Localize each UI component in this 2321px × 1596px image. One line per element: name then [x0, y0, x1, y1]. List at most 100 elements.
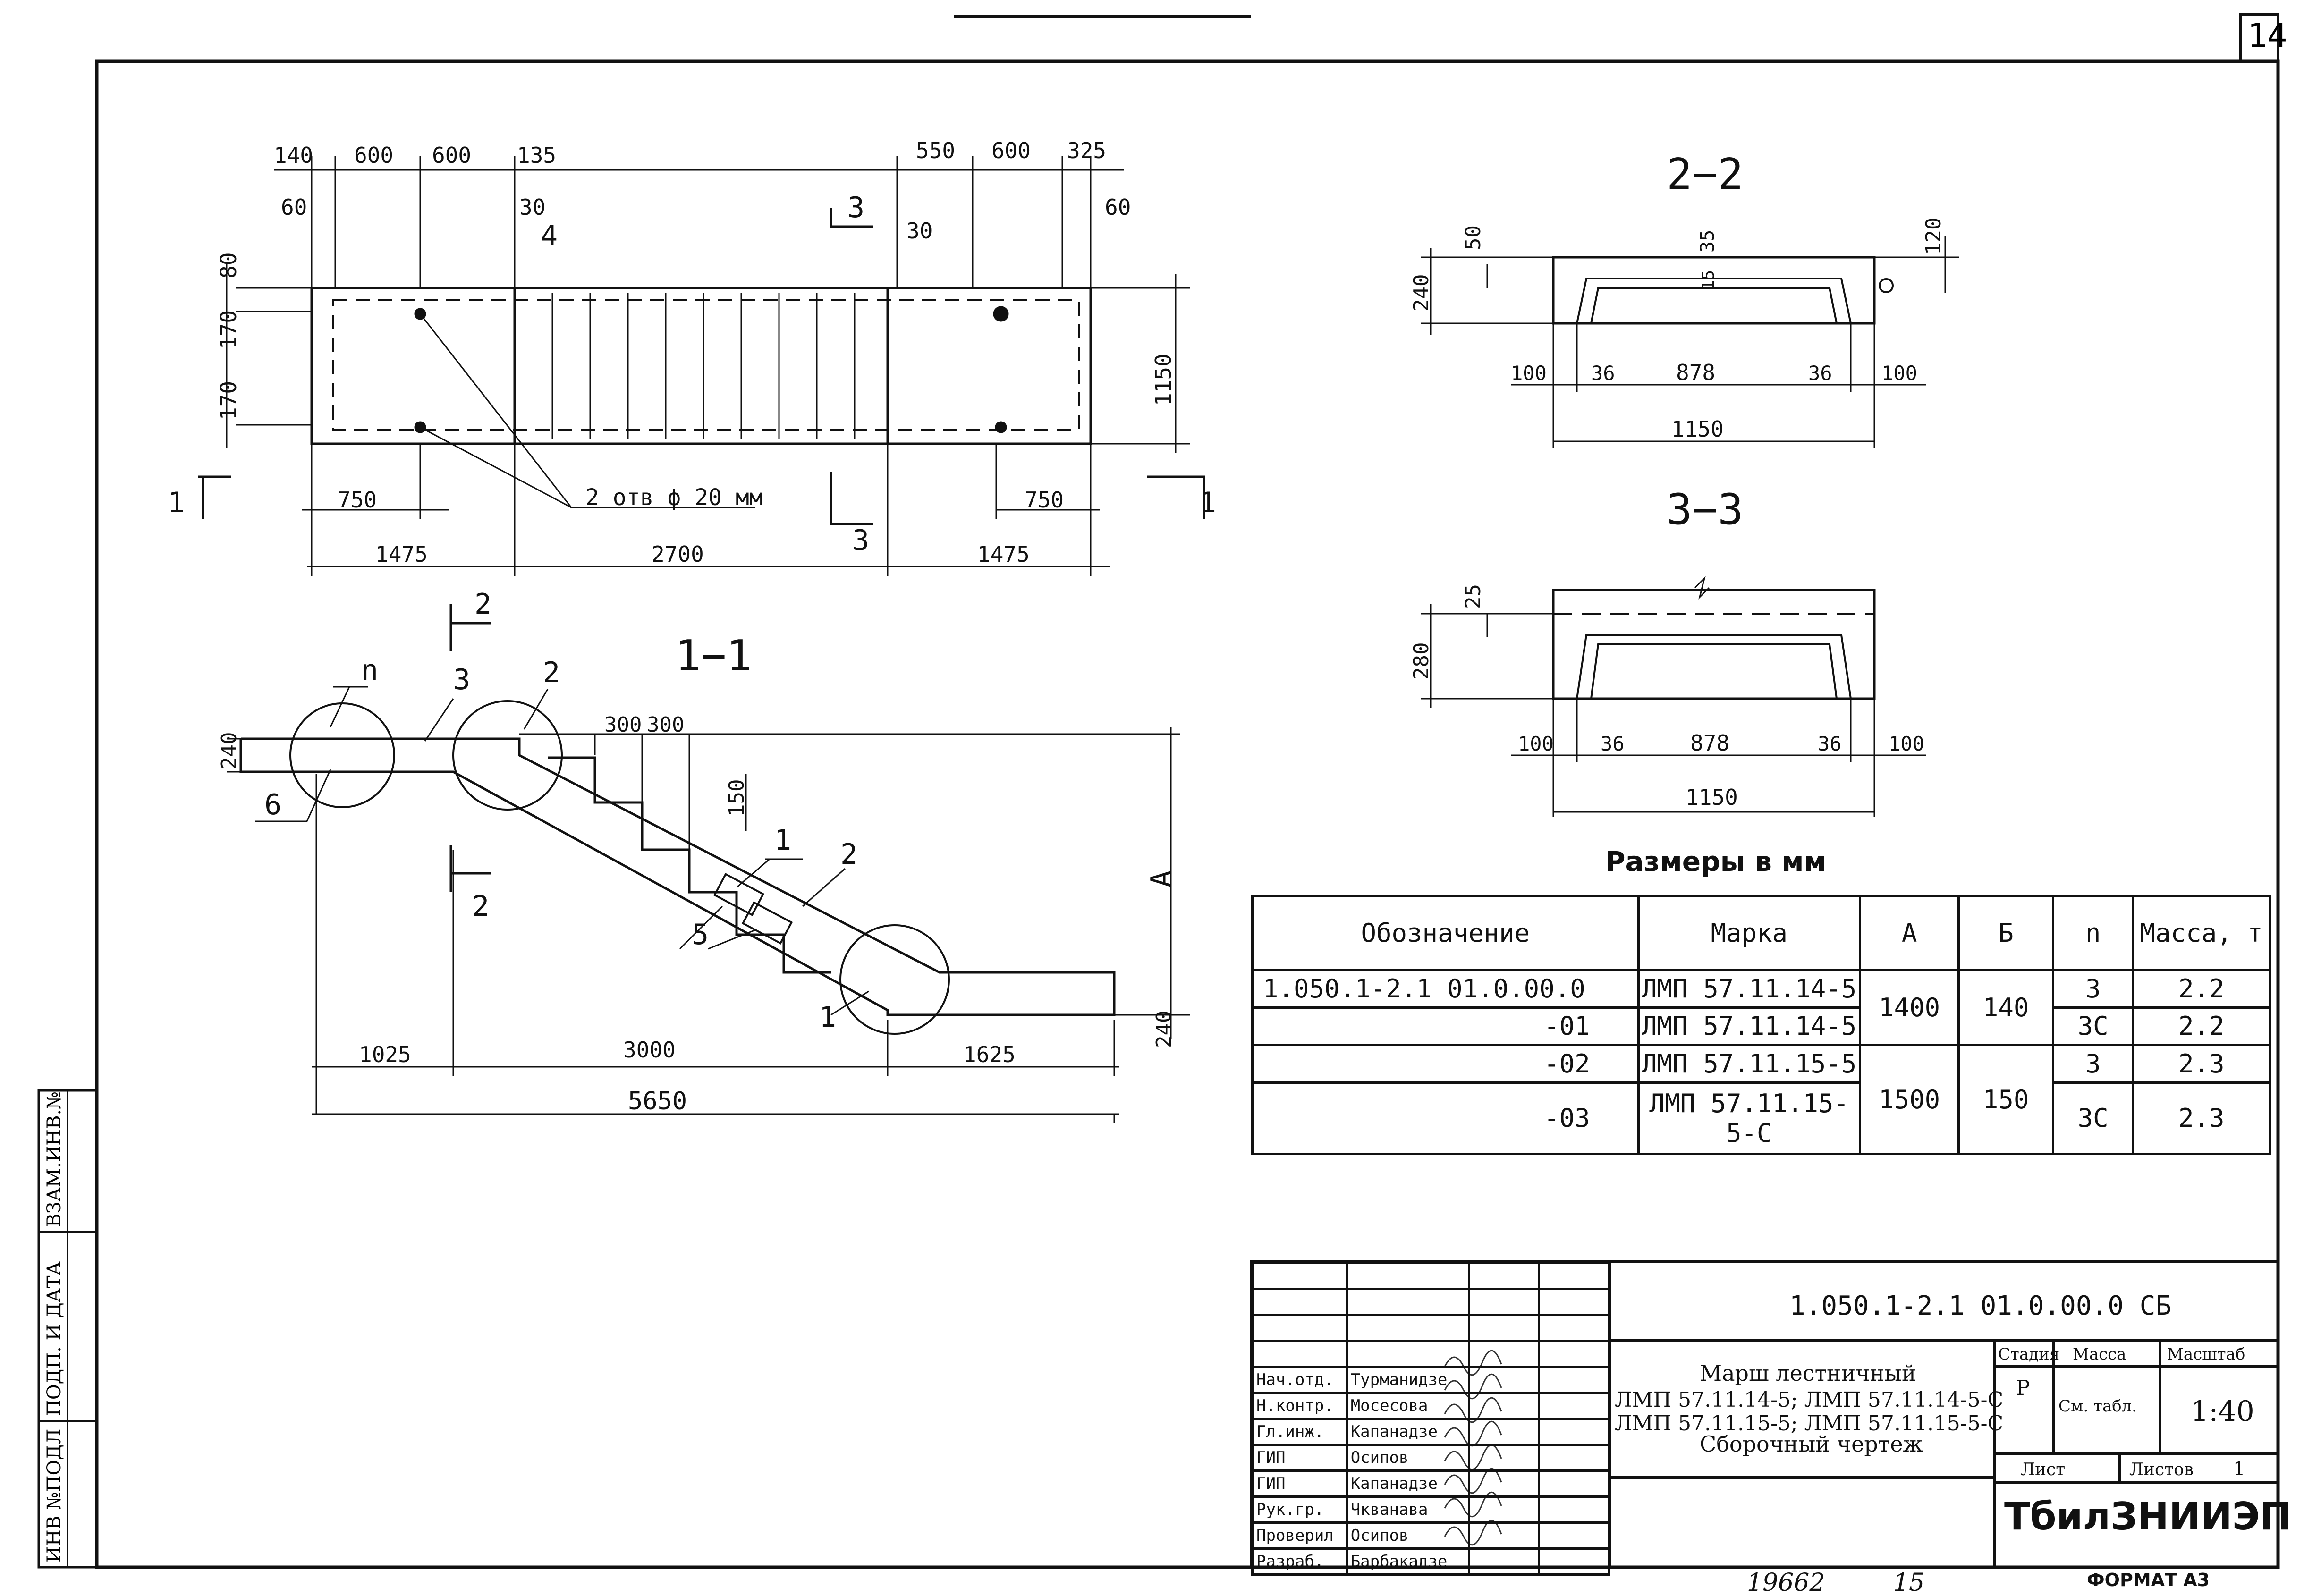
- section-3-3-dim-100a: 100: [1518, 732, 1554, 755]
- section-1-1-texts: 1−1 2 2 n 3 2 6 5 1 2 1 300 300 150 240 …: [217, 588, 1178, 1115]
- table-row: -03 ЛМП 57.11.15-5-С 3С 2.3: [1251, 1081, 2271, 1156]
- section-3-3-dim-100b: 100: [1889, 732, 1924, 755]
- col-stage-label: Стадия: [1998, 1345, 2059, 1364]
- spec-designation: -02: [1251, 1044, 1640, 1084]
- table-row: 1.050.1-2.1 01.0.00.0 ЛМП 57.11.14-5 140…: [1251, 968, 2271, 1047]
- plan-view: [198, 156, 1205, 576]
- section-2-2-rib: [1576, 278, 1852, 324]
- section-2-2-rib-inner: [1590, 287, 1838, 324]
- detail-circle-1: [839, 924, 950, 1035]
- plan-hole-4: [995, 421, 1007, 433]
- side-label-sign: ПОДП. И ДАТА: [43, 1261, 65, 1416]
- col-scale-label: Масштаб: [2167, 1345, 2245, 1364]
- riser-dim: 150: [725, 779, 749, 817]
- section-2-2-title: 2−2: [1667, 150, 1744, 199]
- cut-1-left: [198, 475, 231, 519]
- callout-1-mid: 1: [774, 824, 791, 857]
- callout-1-bottom: 1: [819, 1001, 836, 1034]
- callout-6: 6: [264, 788, 281, 821]
- plan-dim-1475-right: 1475: [977, 541, 1030, 567]
- section-3-3-texts: 3−3 280 25 100 36 878 36 100 1150: [1409, 485, 1924, 810]
- plan-slab-hidden: [332, 299, 1080, 431]
- specification-table: Обозначение Марка А Б n Масса, т 1.050.1…: [1251, 895, 2271, 1156]
- callout-5: 5: [692, 918, 709, 951]
- section-1-1-dim-5650: 5650: [628, 1087, 687, 1115]
- section-2-2-dim-120: 120: [1922, 218, 1946, 255]
- plan-hole-3: [993, 306, 1009, 322]
- title-line-1: Марш лестничный: [1700, 1360, 1916, 1386]
- spec-mass: 2.2: [2132, 1006, 2271, 1047]
- signature-name: Мосесова: [1345, 1392, 1471, 1420]
- title-line-4: Сборочный чертеж: [1700, 1431, 1923, 1457]
- page-number: 14: [2247, 17, 2287, 55]
- plan-callout-4: 4: [541, 220, 558, 253]
- signature-name: Капанадзе: [1345, 1469, 1471, 1498]
- section-2-2-dim-1150: 1150: [1671, 416, 1724, 442]
- plan-dim-1475-left: 1475: [375, 541, 428, 567]
- section-1-1-height-A: А: [1145, 870, 1178, 887]
- signature-name: Капанадзе: [1345, 1418, 1471, 1446]
- section-3-3-rib-inner: [1590, 643, 1838, 699]
- section-2-2-texts: 2−2 240 50 35 15 120 100 36 878 36 100 1…: [1409, 150, 1946, 442]
- callout-leaders: [255, 686, 869, 1016]
- section-2-2-dim-240: 240: [1409, 274, 1433, 312]
- table-row: Разраб. Барбакадзе: [1251, 1547, 1610, 1576]
- plan-holes-note: 2 отв ϕ 20 мм: [585, 484, 763, 511]
- section-2-2-dim-100a: 100: [1511, 362, 1547, 385]
- plan-section-3-bottom: 3: [852, 524, 869, 557]
- section-3-3-dim-1150: 1150: [1686, 785, 1738, 810]
- section-1-1-dim-1625: 1625: [963, 1042, 1016, 1067]
- plan-ext-lines: [226, 156, 1190, 576]
- section-3-3-dim-36b: 36: [1818, 732, 1842, 755]
- section-3-3-rib: [1576, 634, 1852, 699]
- signature-role: Разраб.: [1251, 1547, 1348, 1576]
- signature-role: Рук.гр.: [1251, 1495, 1348, 1524]
- detail-circle-n: [289, 702, 395, 808]
- cut-3-top: [830, 208, 873, 228]
- title-block: [1250, 1260, 2279, 1569]
- plan-dim-170a: 170: [216, 310, 241, 349]
- plan-dim-30a: 30: [519, 194, 545, 220]
- spec-mass: 2.3: [2132, 1081, 2271, 1156]
- signature-name: Барбакадзе: [1345, 1547, 1471, 1576]
- spec-designation: -03: [1251, 1081, 1640, 1156]
- spec-designation: -01: [1251, 1006, 1640, 1047]
- table-row: Гл.инж. Капанадзе: [1251, 1418, 1610, 1446]
- units-note: Размеры в мм: [1605, 845, 1826, 878]
- title-block-border: [1250, 1260, 2279, 1569]
- holes-leader-2: [420, 426, 572, 508]
- section-1-1-dim-3000: 3000: [623, 1037, 676, 1063]
- signature-role: Гл.инж.: [1251, 1418, 1348, 1446]
- cut-3-bottom: [830, 472, 873, 525]
- plan-dim-60b: 60: [1105, 194, 1131, 220]
- plan-dim-135: 135: [517, 143, 556, 168]
- plan-slab: [310, 287, 1092, 445]
- plan-dim-550: 550: [916, 138, 955, 163]
- plan-dim-140: 140: [274, 143, 313, 168]
- plan-dimension-texts: 140 600 600 135 550 600 325 60 30 30 60 …: [168, 138, 1216, 567]
- signature-table: Нач.отд. Турманидзе Н.контр. Мосесова Гл…: [1251, 1262, 1610, 1576]
- sheet-frame: [95, 59, 2280, 1569]
- section-1-1-dim-240-left: 240: [217, 732, 241, 769]
- table-row: Н.контр. Мосесова: [1251, 1392, 1610, 1420]
- table-row: ГИП Осипов: [1251, 1444, 1610, 1472]
- detail-5-box-1: [713, 873, 765, 916]
- section-2-2-loop: [1879, 278, 1894, 293]
- plan-dim-600c: 600: [991, 138, 1031, 163]
- section-2-2-view: [1421, 236, 1959, 448]
- sheets-count: 1: [2233, 1458, 2245, 1480]
- section-2-2-dim-50: 50: [1461, 225, 1485, 250]
- table-row: -01 ЛМП 57.11.14-5 3С 2.2: [1251, 1006, 2271, 1047]
- signature-role: Проверил: [1251, 1521, 1348, 1550]
- spec-mass: 2.3: [2132, 1044, 2271, 1084]
- spec-b: 140: [1957, 968, 2054, 1047]
- cut-1-right: [1147, 475, 1205, 519]
- signature-role: Н.контр.: [1251, 1392, 1348, 1420]
- spec-header-mass: Масса, т: [2132, 895, 2271, 971]
- callout-2-top: 2: [543, 656, 560, 689]
- plan-dim-1150: 1150: [1151, 354, 1176, 406]
- table-row: Проверил Осипов: [1251, 1521, 1610, 1550]
- footer-number: 19662: [1747, 1569, 1825, 1596]
- plan-dim-750-right: 750: [1025, 487, 1064, 513]
- section-3-3-break: [1694, 576, 1710, 600]
